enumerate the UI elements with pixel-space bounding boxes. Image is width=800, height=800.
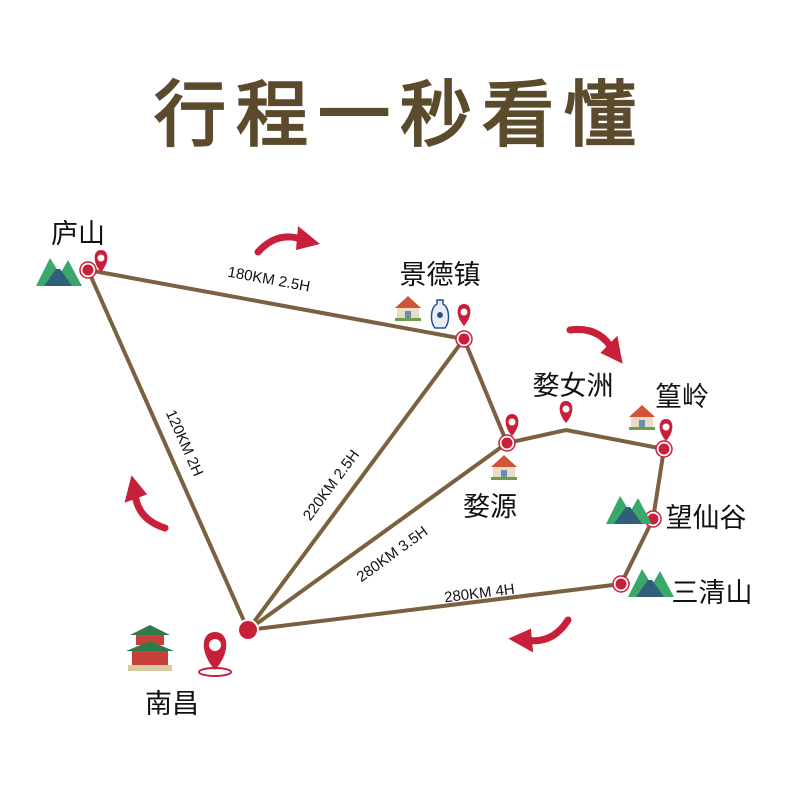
mountain-icon (606, 496, 652, 524)
page-title: 行程一秒看懂 (154, 73, 646, 157)
map-pin-icon (457, 304, 471, 326)
route-label: 280KM 3.5H (354, 523, 431, 586)
route-lushan-nanchang (86, 269, 250, 631)
place-label-nanchang: 南昌 (145, 689, 199, 720)
house-icon (491, 455, 517, 480)
house-icon (395, 296, 421, 321)
direction-arrow-icon (507, 620, 573, 656)
route-nanchang-jingdezhen (246, 337, 466, 632)
route-nanchang-wuyuan (246, 441, 509, 632)
house-icon (629, 405, 655, 430)
tengwang-pavilion-icon (126, 625, 174, 671)
place-label-lushan: 庐山 (51, 219, 105, 250)
direction-arrow-icon (570, 310, 634, 370)
node-huangling[interactable] (655, 440, 673, 458)
direction-arrow-icon (115, 472, 165, 539)
node-wuyuan[interactable] (498, 434, 516, 452)
route-sanqingshan-nanchang (247, 582, 622, 632)
node-nanchang[interactable] (237, 619, 259, 641)
route-east-loop (462, 338, 667, 585)
map-pin-icon (505, 414, 519, 436)
node-jingdezhen[interactable] (455, 330, 473, 348)
place-label-huangling: 篁岭 (655, 382, 709, 413)
routes (86, 268, 667, 632)
large-map-pin-icon (198, 632, 232, 677)
map-pin-icon (559, 401, 573, 423)
place-label-wangxiangu: 望仙谷 (666, 503, 747, 534)
place-label-jingdezhen: 景德镇 (400, 260, 481, 291)
place-label-sanqingshan: 三清山 (672, 578, 753, 609)
node-sanqingshan[interactable] (612, 575, 630, 593)
mountain-icon (36, 258, 82, 286)
place-label-wuyuan: 婺源 (463, 492, 517, 523)
direction-arrow-icon (258, 226, 320, 252)
route-label: 180KM 2.5H (226, 264, 311, 296)
route-lushan-jingdezhen (87, 268, 465, 341)
node-lushan[interactable] (79, 261, 97, 279)
place-label-wunvzhou: 婺女洲 (533, 371, 614, 402)
route-label: 120KM 2H (162, 407, 206, 479)
porcelain-vase-icon (430, 299, 450, 329)
map-pin-icon (659, 419, 673, 441)
mountain-icon (628, 569, 674, 597)
